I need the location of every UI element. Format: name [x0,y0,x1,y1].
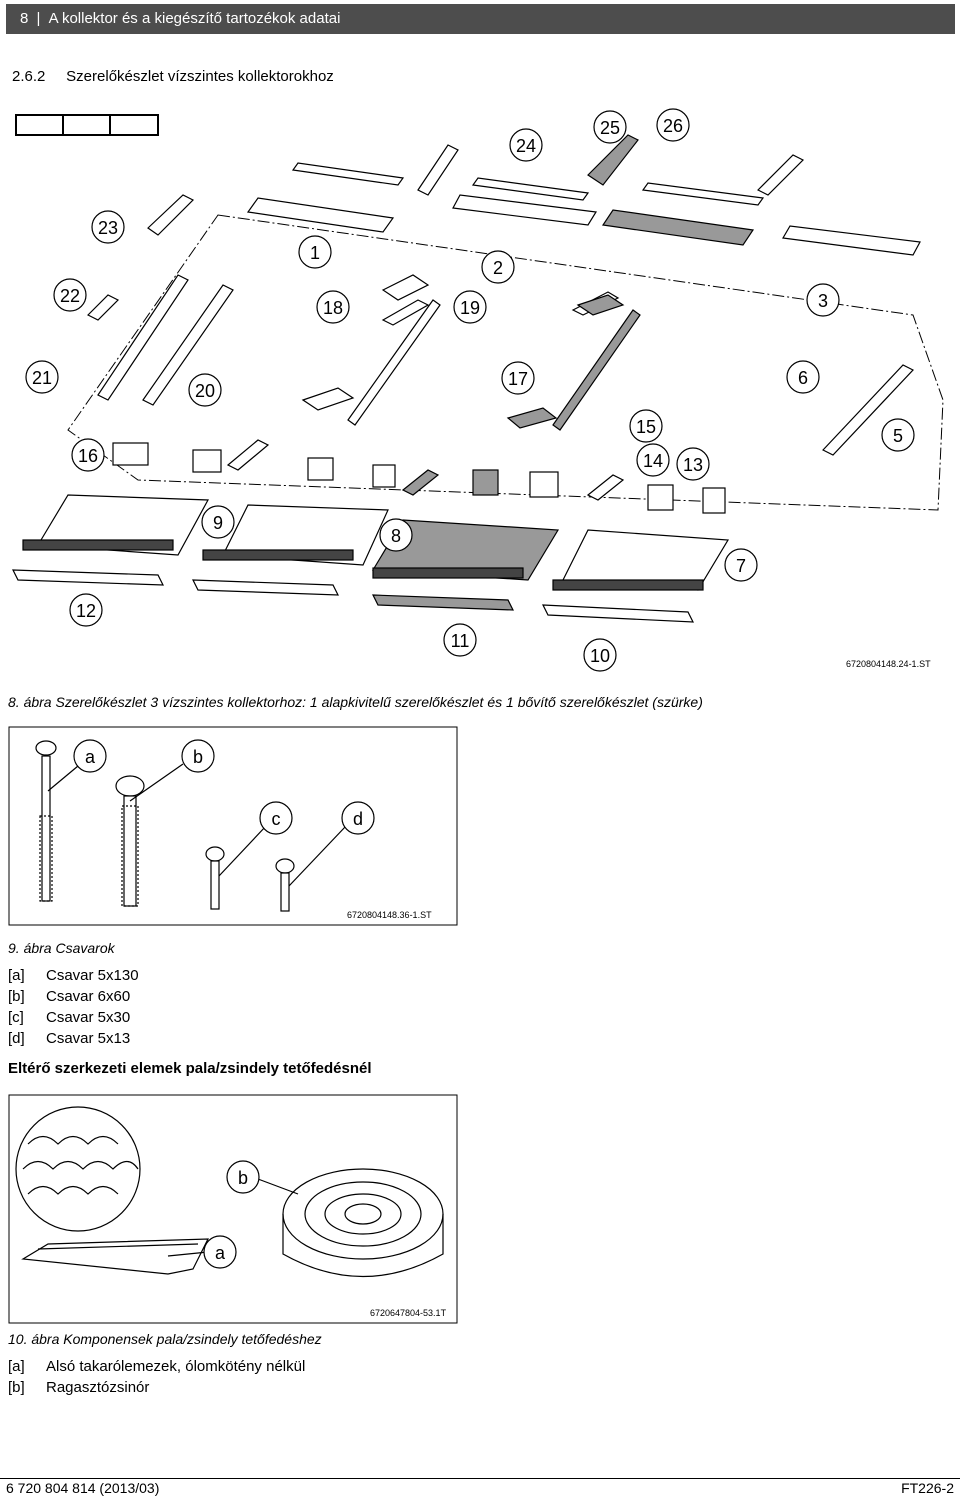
svg-text:15: 15 [636,417,656,437]
svg-text:d: d [353,809,363,829]
section-number: 2.6.2 [12,68,46,85]
footer-code: FT226-2 [901,1480,954,1496]
page-header: 8 | A kollektor és a kiegészítő tartozék… [6,4,955,34]
shingle-detail [15,1106,141,1232]
bottom-flashings [12,494,730,623]
svg-text:18: 18 [323,298,343,318]
svg-text:c: c [272,809,281,829]
legend-row: [c]Csavar 5x30 [8,1009,131,1026]
svg-text:3: 3 [818,291,828,311]
clamps [112,274,726,514]
callouts: 23 22 1 2 18 19 3 24 25 26 21 20 17 6 16… [25,108,915,672]
svg-text:21: 21 [32,368,52,388]
svg-text:7: 7 [736,556,746,576]
svg-text:25: 25 [600,118,620,138]
svg-text:5: 5 [893,426,903,446]
svg-text:12: 12 [76,601,96,621]
lower-cover-plate [21,1238,209,1275]
figure-9-code: 6720804148.36-1.ST [347,910,432,920]
legend-row: [b]Csavar 6x60 [8,988,131,1005]
section-title: Szerelőkészlet vízszintes kollektorokhoz [66,68,334,85]
top-flashings [86,162,921,321]
svg-text:b: b [238,1168,248,1188]
svg-text:23: 23 [98,218,118,238]
svg-text:17: 17 [508,369,528,389]
svg-text:2: 2 [493,258,503,278]
legend-row: [b]Ragasztózsinór [8,1379,150,1396]
header-divider: | [36,10,41,27]
legend-row: [d]Csavar 5x13 [8,1030,131,1047]
figure-10-code: 6720647804-53.1T [370,1308,447,1318]
collector-field-outline [67,214,944,511]
svg-text:26: 26 [663,116,683,136]
svg-text:8: 8 [391,526,401,546]
screw-c [205,846,225,910]
svg-text:16: 16 [78,446,98,466]
legend-row: [a]Alsó takarólemezek, ólomkötény nélkül [8,1358,306,1375]
screw-callouts: a b c d [47,739,375,887]
figure-10-components-drawing: a b [8,1094,458,1324]
figure-8-mounting-kit-drawing: 23 22 1 2 18 19 3 24 25 26 21 20 17 6 16… [12,108,944,672]
footer-divider [0,1478,960,1479]
svg-text:6: 6 [798,368,808,388]
section-heading: 2.6.2 Szerelőkészlet vízszintes kollekto… [12,68,334,85]
adhesive-tape-roll [282,1168,444,1278]
figure-10-legend: [a]Alsó takarólemezek, ólomkötény nélkül… [8,1356,305,1398]
chapter-title: A kollektor és a kiegészítő tartozékok a… [48,10,341,27]
svg-text:a: a [85,747,96,767]
screw-a [35,740,57,902]
collector-symbol [15,114,159,136]
figure-8-caption: 8. ábra Szerelőkészlet 3 vízszintes koll… [8,694,703,710]
figure-9-screws-drawing: a b c d [8,726,458,926]
svg-text:14: 14 [643,451,663,471]
footer-document-number: 6 720 804 814 (2013/03) [6,1480,160,1496]
svg-text:1: 1 [310,243,320,263]
svg-text:24: 24 [516,136,536,156]
svg-text:10: 10 [590,646,610,666]
rails [97,274,914,456]
figure-10-caption: 10. ábra Komponensek pala/zsindely tetőf… [8,1331,322,1347]
svg-text:22: 22 [60,286,80,306]
svg-text:20: 20 [195,381,215,401]
svg-text:a: a [215,1243,226,1263]
screw-d [275,858,295,912]
figure-9-legend: [a]Csavar 5x130 [b]Csavar 6x60 [c]Csavar… [8,965,139,1049]
svg-text:19: 19 [460,298,480,318]
svg-text:11: 11 [451,631,470,651]
component-callouts: a b [167,1160,299,1269]
legend-row: [a]Csavar 5x130 [8,967,139,984]
figure-9-caption: 9. ábra Csavarok [8,940,115,956]
subheading: Eltérő szerkezeti elemek pala/zsindely t… [8,1060,372,1077]
svg-text:9: 9 [213,513,223,533]
svg-text:b: b [193,747,203,767]
page-number: 8 [20,10,29,27]
svg-text:13: 13 [683,455,703,475]
screw-b [115,775,145,907]
figure-8-code: 6720804148.24-1.ST [846,659,931,669]
